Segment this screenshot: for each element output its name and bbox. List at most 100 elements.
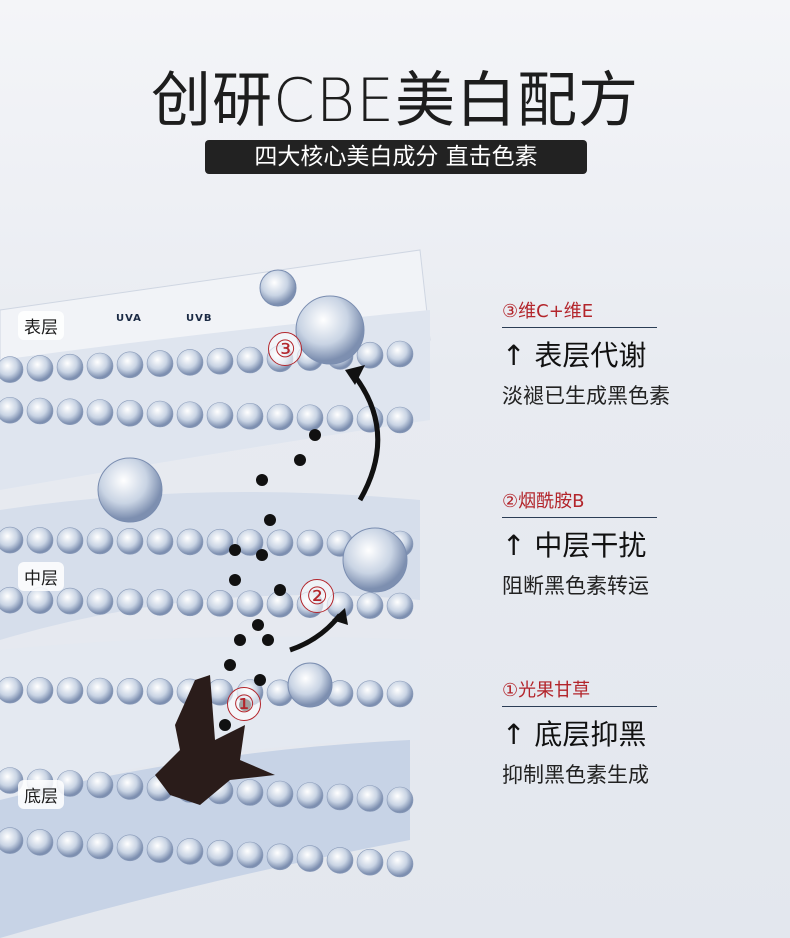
- cell-bubble: [116, 399, 144, 427]
- cell-bubble: [356, 680, 384, 708]
- uva-label: UVA: [116, 313, 142, 324]
- cell-bubble: [56, 677, 84, 705]
- info-block-surface: ③维C+维E ↑ 表层代谢 淡褪已生成黑色素: [502, 297, 670, 410]
- melanin-dot: [234, 634, 246, 646]
- cell-bubble: [326, 405, 354, 432]
- effect-heading: ↑ 中层干扰: [502, 529, 647, 562]
- melanin-dot: [229, 544, 241, 556]
- cell-bubble: [326, 783, 354, 811]
- melanin-dot: [264, 514, 276, 526]
- cell-bubble: [176, 528, 204, 556]
- cell-bubble: [236, 841, 264, 869]
- cell-bubble: [236, 779, 264, 806]
- melanin-dot: [254, 674, 266, 686]
- cell-bubble: [56, 398, 84, 426]
- cell-bubble: [0, 396, 24, 424]
- cell-bubble: [26, 587, 54, 614]
- cell-bubble: [296, 529, 324, 557]
- cell-bubble: [176, 349, 204, 376]
- cell-bubble: [206, 589, 234, 617]
- page-title: 创研CBE美白配方: [150, 66, 640, 136]
- marker-3: ③: [268, 332, 302, 366]
- layer-label-top: 表层: [18, 311, 64, 340]
- cell-bubble: [206, 528, 234, 556]
- cell-bubble: [206, 402, 234, 429]
- cell-bubble: [56, 527, 84, 555]
- ingredient-label: ②烟酰胺B: [502, 487, 657, 518]
- melanin-dot: [294, 454, 306, 466]
- cell-bubble: [56, 830, 84, 858]
- cell-bubble: [386, 592, 414, 620]
- cell-bubble: [326, 847, 354, 874]
- cell-bubble: [26, 677, 54, 704]
- cell-bubble: [296, 782, 324, 809]
- cell-bubble: [206, 347, 234, 375]
- melanin-dot: [252, 619, 264, 631]
- cell-bubble: [176, 589, 204, 617]
- effect-heading: ↑ 底层抑黑: [502, 718, 647, 751]
- cell-bubble: [146, 528, 174, 555]
- layer-label-middle: 中层: [18, 562, 64, 591]
- cell-bubble: [86, 771, 114, 799]
- cell-bubble: [0, 526, 24, 554]
- cell-bubble: [56, 353, 84, 381]
- cell-bubble: [146, 589, 174, 616]
- melanin-dot: [219, 719, 231, 731]
- cell-bubble: [116, 677, 144, 705]
- cell-bubble: [116, 773, 144, 800]
- info-block-middle: ②烟酰胺B ↑ 中层干扰 阻断黑色素转运: [502, 487, 657, 600]
- melanin-dot: [309, 429, 321, 441]
- subtitle-banner: 四大核心美白成分 直击色素: [205, 140, 587, 174]
- cell-bubble: [146, 836, 174, 863]
- cell-bubble: [26, 527, 54, 554]
- effect-description: 阻断黑色素转运: [502, 574, 649, 598]
- cell-bubble: [146, 400, 174, 428]
- cell-bubble: [266, 843, 294, 871]
- layer-label-bottom: 底层: [18, 780, 64, 809]
- cell-bubble: [236, 402, 264, 430]
- cell-bubble: [266, 780, 294, 808]
- cell-bubble: [266, 403, 294, 431]
- melanin-dot: [256, 474, 268, 486]
- cell-bubble: [146, 678, 174, 705]
- cell-bubble: [176, 838, 204, 865]
- cell-bubble: [86, 527, 114, 555]
- cell-bubble: [86, 588, 114, 615]
- cell-bubble: [296, 404, 324, 432]
- cell-bubble: [356, 785, 384, 812]
- cell-bubble: [386, 786, 414, 814]
- cell-bubble: [296, 845, 324, 872]
- cell-bubble: [0, 356, 24, 383]
- effect-description: 淡褪已生成黑色素: [502, 384, 670, 408]
- cell-bubble: [0, 827, 24, 854]
- cell-bubble: [386, 850, 414, 878]
- cell-bubble: [176, 401, 204, 429]
- cell-bubble: [86, 677, 114, 705]
- cell-bubble: [26, 355, 54, 382]
- cell-bubble: [146, 350, 174, 377]
- effect-description: 抑制黑色素生成: [502, 763, 649, 787]
- cell-bubble: [116, 588, 144, 616]
- melanin-dot: [256, 549, 268, 561]
- melanin-dot: [224, 659, 236, 671]
- cell-bubble: [236, 346, 264, 374]
- cell-bubble: [26, 397, 54, 425]
- marker-2: ②: [300, 579, 334, 613]
- melanin-dot: [274, 584, 286, 596]
- melanin-dot: [229, 574, 241, 586]
- cell-bubble: [266, 529, 294, 557]
- cell-bubble: [236, 529, 264, 556]
- melanin-dot: [262, 634, 274, 646]
- cell-bubble: [86, 399, 114, 426]
- cell-bubble: [356, 592, 384, 619]
- cell-bubble: [116, 351, 144, 379]
- cell-bubble: [206, 839, 234, 867]
- cell-bubble: [26, 829, 54, 856]
- marker-1: ①: [227, 687, 261, 721]
- cell-bubble: [386, 406, 414, 434]
- cell-bubble: [386, 340, 414, 368]
- cell-bubble: [116, 527, 144, 555]
- cell-bubble: [386, 680, 414, 708]
- cell-bubble: [56, 587, 84, 615]
- ingredient-label: ①光果甘草: [502, 676, 657, 707]
